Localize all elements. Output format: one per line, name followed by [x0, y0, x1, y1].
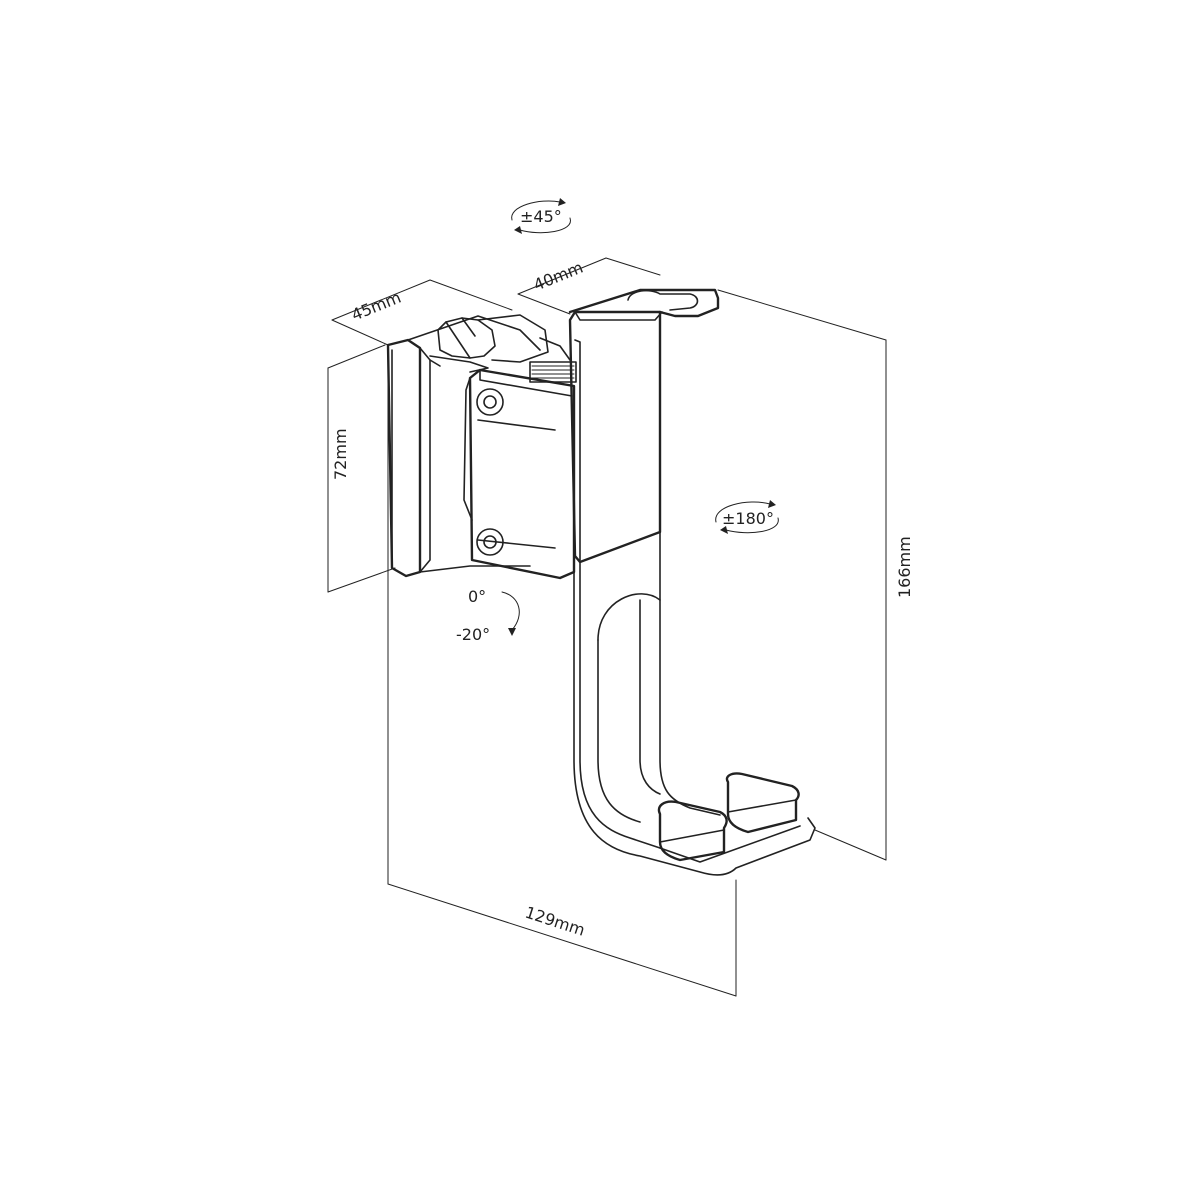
- label-swivel-45: ±45°: [520, 207, 562, 226]
- swivel-arm: [429, 314, 577, 383]
- wall-plate: [386, 315, 541, 578]
- label-rotate-180: ±180°: [722, 509, 774, 528]
- label-tilt-0: 0°: [468, 587, 486, 606]
- dimension-lines: [327, 257, 887, 997]
- label-40mm: 40mm: [531, 258, 586, 295]
- label-166mm: 166mm: [895, 536, 914, 598]
- vertical-bracket: [568, 288, 816, 876]
- rotation-labels: ±45° ±180° 0° -20°: [456, 207, 774, 644]
- label-tilt-minus-20: -20°: [456, 625, 490, 644]
- label-72mm: 72mm: [331, 428, 350, 480]
- tilt-hinge: [463, 368, 576, 580]
- label-129mm: 129mm: [523, 903, 588, 940]
- label-45mm: 45mm: [349, 288, 404, 325]
- rotation-indicators: [501, 198, 779, 636]
- base-plate: [657, 772, 801, 863]
